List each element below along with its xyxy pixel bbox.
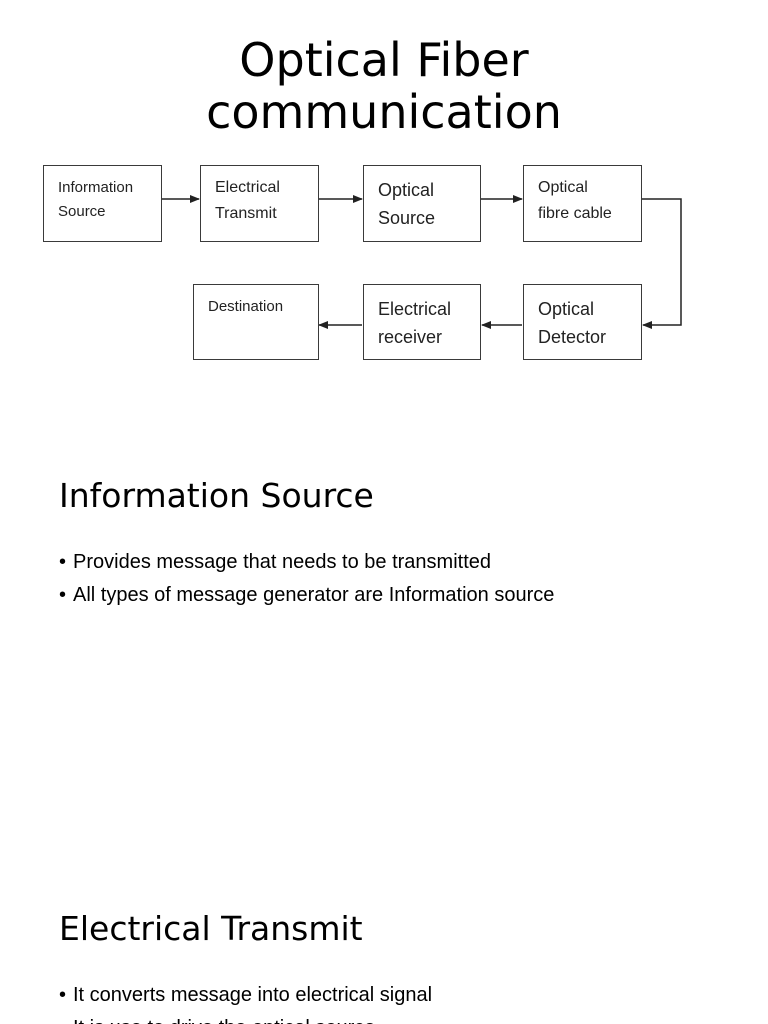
block-label-line: Optical: [538, 179, 588, 196]
block-label-line: Electrical: [215, 179, 280, 196]
slide-title-line-1: Optical Fiber: [239, 33, 529, 87]
block-electrical-transmit: Electrical Transmit: [200, 165, 319, 242]
block-optical-source: Optical Source: [363, 165, 481, 242]
block-label-line: Optical: [378, 180, 435, 200]
block-label-line: receiver: [378, 327, 443, 347]
block-label-line: Electrical: [378, 299, 452, 319]
bullet-list-information-source: Provides message that needs to be transm…: [59, 546, 554, 612]
block-label-line: Source: [378, 208, 436, 228]
block-destination: Destination: [193, 284, 319, 360]
block-label-line: Source: [58, 203, 106, 220]
arrow-cable-to-detector: [642, 198, 682, 329]
block-optical-detector: Optical Detector: [523, 284, 642, 360]
block-optical-fibre-cable: Optical fibre cable: [523, 165, 642, 242]
block-label-line: Detector: [538, 327, 607, 347]
slide-title: Optical Fiber communication: [0, 34, 768, 138]
bullet-item: It is use to drive the optical source: [59, 1012, 432, 1024]
bullet-item: Provides message that needs to be transm…: [59, 546, 554, 579]
diagram-connectors: [162, 195, 682, 329]
bullet-item: All types of message generator are Infor…: [59, 579, 554, 612]
section-heading-electrical-transmit: Electrical Transmit: [59, 909, 363, 948]
block-label-line: fibre cable: [538, 205, 612, 222]
block-label-line: Transmit: [215, 205, 277, 222]
block-label-line: Information: [58, 179, 134, 196]
block-label-line: Optical: [538, 299, 595, 319]
block-label-line: Destination: [208, 298, 284, 315]
bullet-list-electrical-transmit: It converts message into electrical sign…: [59, 979, 432, 1024]
bullet-item: It converts message into electrical sign…: [59, 979, 432, 1012]
block-diagram: Information Source Electrical Transmit O…: [0, 150, 768, 380]
block-information-source: Information Source: [43, 165, 162, 242]
block-electrical-receiver: Electrical receiver: [363, 284, 481, 360]
section-heading-information-source: Information Source: [59, 476, 374, 515]
slide-title-line-2: communication: [206, 85, 562, 139]
